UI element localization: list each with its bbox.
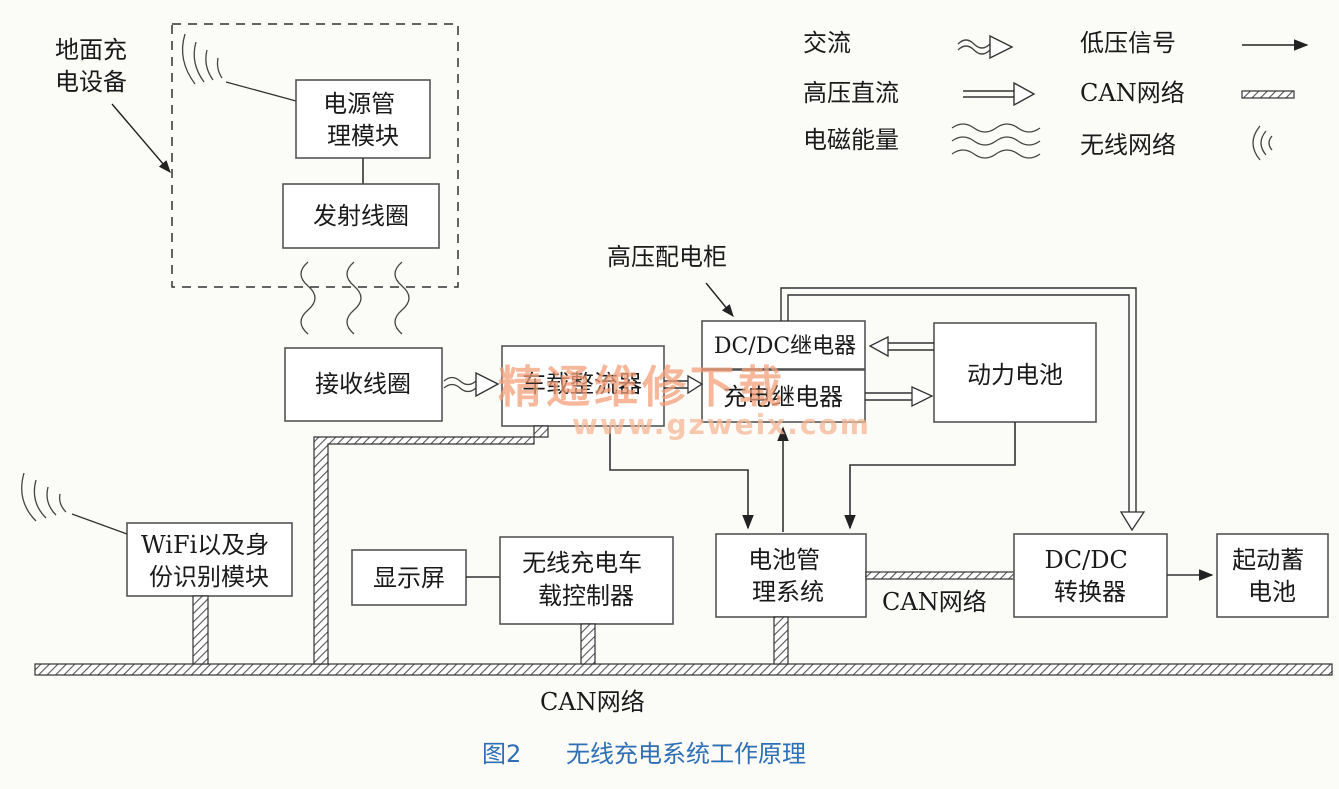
can-bus-label: CAN网络	[540, 688, 645, 716]
wireless-controller-label: 无线充电车 载控制器	[522, 549, 650, 610]
watermark-url: www.gzweix.com	[572, 408, 871, 441]
legend-wireless-label: 无线网络	[1080, 131, 1176, 159]
onboard-rectifier	[501, 345, 665, 427]
wifi-wireless-icon	[21, 472, 67, 522]
starter-battery-label: 起动蓄 电池	[1232, 546, 1312, 606]
legend-can-label: CAN网络	[1080, 79, 1185, 107]
can-bms-to-dcdc	[865, 571, 1015, 580]
can-bus-main	[34, 663, 1333, 676]
can-network-icon	[1241, 90, 1295, 99]
ac-arrow-icon	[957, 34, 1014, 60]
can-drop-bms	[773, 616, 789, 665]
hv-cabinet-pointer	[705, 282, 734, 317]
lv-battery-to-bms	[844, 422, 1016, 530]
legend-ac-label: 交流	[803, 29, 851, 57]
ground-equipment-label: 地面充 电设备	[55, 36, 135, 96]
legend-em-energy-label: 电磁能量	[803, 126, 899, 154]
hv-relay-to-dcdc-converter	[780, 287, 1146, 532]
figure-number: 图2	[482, 740, 521, 768]
dcdc-relay	[701, 320, 866, 370]
legend-hv-dc-label: 高压直流	[803, 79, 899, 107]
can-bms-dcdc-label: CAN网络	[882, 588, 987, 616]
wireless-link-line	[225, 81, 297, 102]
hv-rectifier-to-relay	[664, 374, 704, 395]
charge-relay-label: 充电继电器	[723, 383, 843, 411]
wireless-network-icon	[1252, 125, 1273, 161]
ac-arrow-coil-to-rectifier	[443, 371, 500, 398]
display-screen	[351, 549, 467, 606]
em-energy-waves	[300, 261, 410, 335]
transmit-coil	[282, 183, 440, 249]
hv-cabinet-label: 高压配电柜	[607, 243, 727, 271]
hv-battery-to-dcdc-relay	[868, 335, 934, 358]
can-drop-controller	[580, 623, 596, 665]
watermark-text: 精通维修下载	[498, 362, 786, 413]
power-battery-label: 动力电池	[967, 361, 1063, 389]
charge-relay	[701, 369, 866, 423]
hv-dc-arrow-icon	[963, 81, 1036, 107]
ground-equipment-boundary	[171, 23, 459, 288]
wifi-module-label: WiFi以及身 份识别模块	[141, 531, 277, 591]
ground-wireless-icon	[181, 33, 223, 85]
can-drop-wifi	[192, 595, 209, 665]
bms	[715, 533, 867, 618]
dcdc-relay-label: DC/DC继电器	[714, 334, 856, 359]
ground-equipment-pointer	[111, 103, 171, 173]
can-drop-rectifier	[313, 425, 549, 665]
power-management-label: 电源管 理模块	[323, 90, 403, 150]
lv-rectifier-to-bms	[609, 426, 754, 530]
dcdc-converter-label: DC/DC 转换器	[1045, 546, 1136, 606]
onboard-rectifier-label: 车载整流器	[522, 370, 642, 398]
transmit-coil-label: 发射线圈	[313, 202, 409, 230]
em-energy-wave-icon	[951, 123, 1041, 159]
power-battery	[933, 322, 1097, 423]
dcdc-converter	[1013, 533, 1168, 618]
display-label: 显示屏	[373, 564, 445, 592]
receive-coil	[284, 347, 443, 422]
wifi-id-module	[126, 522, 293, 597]
starter-battery	[1216, 533, 1329, 618]
wifi-link-line	[71, 513, 128, 535]
legend: 交流 高压直流 电磁能量 低压信号 CAN网络 无线网络	[803, 29, 1309, 161]
bms-label: 电池管 理系统	[748, 546, 828, 606]
power-management-module	[295, 79, 431, 159]
figure-title: 无线充电系统工作原理	[566, 740, 806, 768]
wireless-charging-controller	[499, 536, 674, 625]
receive-coil-label: 接收线圈	[315, 370, 411, 398]
hv-charge-relay-to-battery	[865, 385, 934, 408]
legend-lv-signal-label: 低压信号	[1080, 29, 1176, 57]
